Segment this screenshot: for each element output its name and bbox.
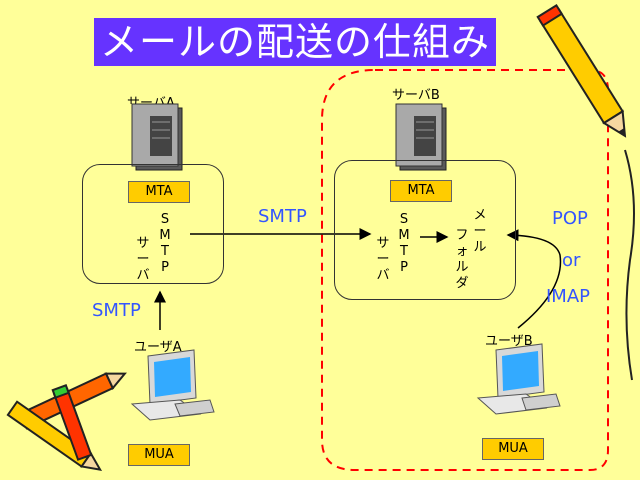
page-title: メールの配送の仕組み xyxy=(94,18,496,66)
or-label: or xyxy=(562,250,581,271)
server-a-mta-box: MTA xyxy=(128,181,190,203)
smtp-user-label: SMTP xyxy=(92,300,141,321)
server-b-server-vertical: サーバ xyxy=(376,236,390,283)
server-a-group xyxy=(82,164,224,284)
pop-imap-arrow xyxy=(506,229,562,329)
mail-folder-col2: フォルダ xyxy=(455,228,469,291)
server-b-mta-box: MTA xyxy=(390,180,452,202)
pop-label: POP xyxy=(552,208,588,229)
user-a-mua-box: MUA xyxy=(128,444,190,466)
server-b-group xyxy=(334,160,516,300)
server-b-dashed-region xyxy=(321,69,609,471)
user-a-label: ユーザA xyxy=(134,340,182,355)
smtp-between-label: SMTP xyxy=(258,206,307,227)
mail-folder-col1: メール xyxy=(473,208,487,255)
server-a-server-vertical: サーバ xyxy=(136,236,150,283)
server-b-label: サーバB xyxy=(392,88,440,103)
imap-label: IMAP xyxy=(546,286,591,307)
user-b-mua-box: MUA xyxy=(482,438,544,460)
user-b-label: ユーザB xyxy=(485,334,533,349)
